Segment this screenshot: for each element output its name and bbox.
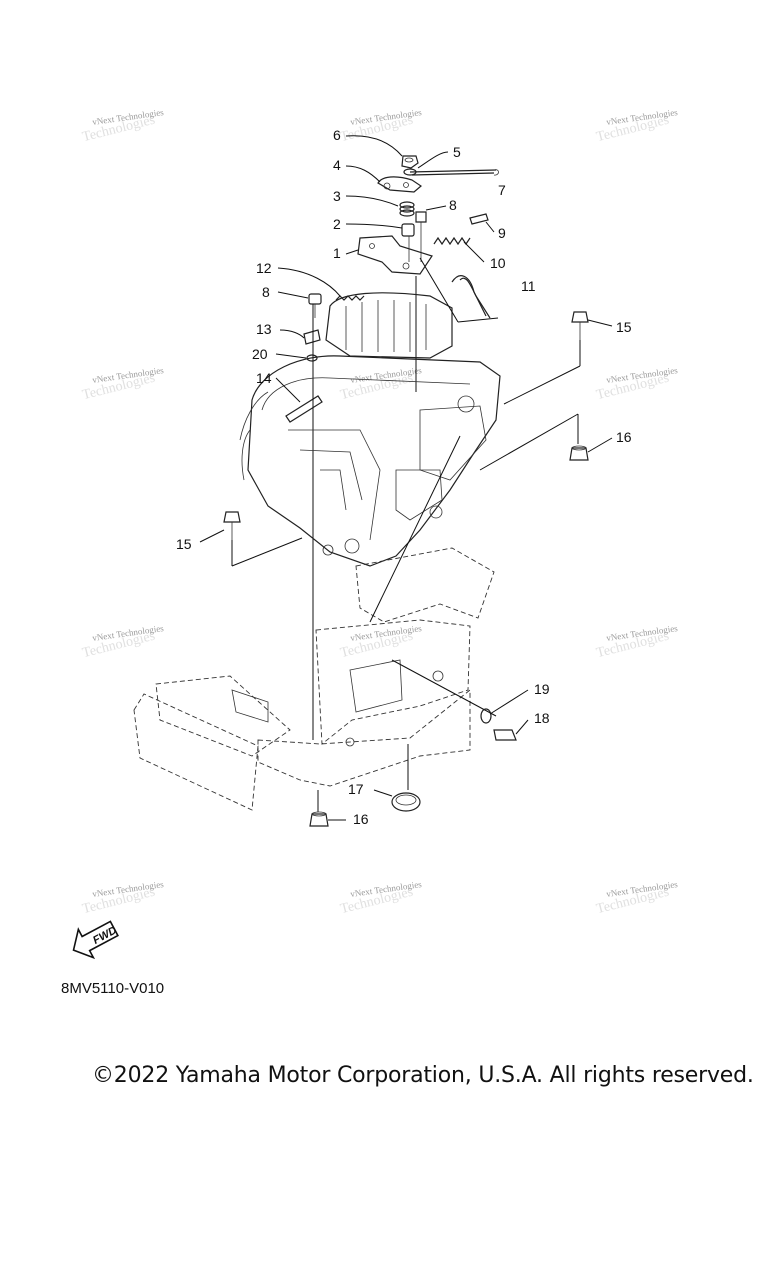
callout-11: 11 (521, 278, 536, 294)
hose-part-11 (451, 275, 491, 319)
grommet-part-16-right (569, 445, 589, 461)
washer-part-20 (306, 354, 318, 362)
grommet-part-16-lower (309, 811, 329, 827)
callout-7: 7 (498, 182, 506, 198)
bolt-part-8-upper (415, 211, 427, 262)
spring-part-12 (335, 295, 365, 301)
callout-2: 2 (333, 216, 341, 232)
callout-16-right: 16 (616, 429, 632, 445)
bolt-part-9 (469, 213, 489, 225)
washer-part-19 (480, 708, 492, 724)
diagram-code: 8MV5110-V010 (61, 980, 165, 997)
callout-5: 5 (453, 144, 461, 160)
clip-part-13 (303, 329, 321, 345)
callout-12: 12 (256, 260, 272, 276)
callout-19: 19 (534, 681, 550, 697)
bolt-part-15-right (571, 311, 589, 340)
callout-13: 13 (256, 321, 272, 337)
callout-1: 1 (333, 245, 341, 261)
copyright-notice: ©2022 Yamaha Motor Corporation, U.S.A. A… (92, 1063, 754, 1088)
fwd-label: FWD (91, 924, 119, 946)
plate-part-1 (357, 235, 433, 275)
spring-part-7 (409, 169, 499, 176)
bolt-part-8-lower (308, 293, 322, 318)
callout-15-right: 15 (616, 319, 632, 335)
engine-frame (133, 547, 495, 811)
callout-9: 9 (498, 225, 506, 241)
callout-10: 10 (490, 255, 506, 271)
callout-14: 14 (256, 370, 272, 386)
callout-17: 17 (348, 781, 364, 797)
callout-20: 20 (252, 346, 268, 362)
callout-8: 8 (449, 197, 457, 213)
fwd-arrow-icon: FWD (72, 920, 119, 960)
callout-8-lower: 8 (262, 284, 270, 300)
callout-16-lower: 16 (353, 811, 369, 827)
spring-part-10 (433, 236, 471, 246)
callout-18: 18 (534, 710, 550, 726)
bracket-part-4 (377, 176, 422, 193)
engine-block (239, 292, 501, 567)
callout-15-left: 15 (176, 536, 192, 552)
nut-part-6 (401, 155, 419, 169)
cap-part-17 (391, 792, 421, 812)
callout-6: 6 (333, 127, 341, 143)
plate-part-14 (285, 395, 323, 423)
bolt-part-15-left (223, 511, 241, 540)
callout-3: 3 (333, 188, 341, 204)
collar-part-2 (401, 223, 415, 237)
spring-part-3 (399, 201, 415, 217)
callout-4: 4 (333, 157, 341, 173)
bolt-part-18 (493, 729, 517, 741)
